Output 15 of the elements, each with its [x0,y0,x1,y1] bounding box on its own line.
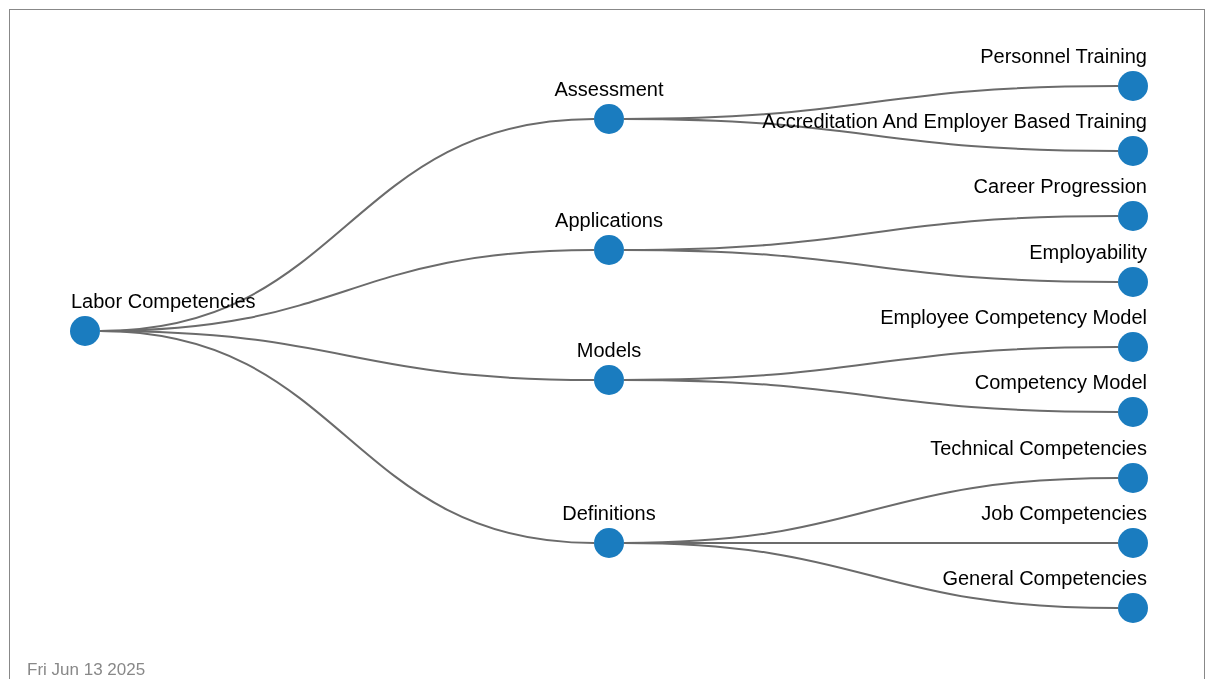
node-label: Personnel Training [980,44,1147,68]
node-label: Employability [1029,240,1147,264]
node-label: Accreditation And Employer Based Training [762,109,1147,133]
node-label: Competency Model [974,370,1147,394]
node-label: Employee Competency Model [880,305,1147,329]
connector-curve [99,330,595,544]
node-label: Assessment [554,77,664,101]
node-label: General Competencies [942,566,1147,590]
footer-note: Fri Jun 13 2025 [27,659,146,679]
node-label: Technical Competencies [930,436,1147,460]
node-label: Models [576,338,642,362]
node-label: Applications [555,208,663,232]
node-label: Job Competencies [981,501,1147,525]
node-label: Definitions [562,501,656,525]
node-label: Career Progression [973,174,1147,198]
